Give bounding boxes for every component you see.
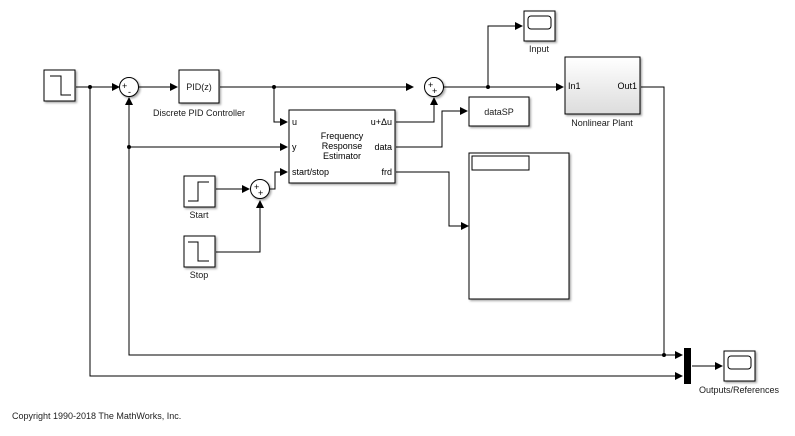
frequency-response-estimator-block[interactable]: Frequency Response Estimator u y start/s… — [288, 109, 396, 184]
copyright-text: Copyright 1990-2018 The MathWorks, Inc. — [12, 411, 182, 421]
step-down-icon — [50, 75, 71, 96]
start-step-label: Start — [189, 210, 209, 220]
plant-out-port: Out1 — [617, 81, 637, 91]
step-down-icon — [188, 241, 209, 262]
reference-step-block[interactable] — [43, 69, 76, 102]
fre-out-port-udu: u+Δu — [371, 117, 392, 127]
plant-label: Nonlinear Plant — [571, 118, 633, 128]
datasp-text: dataSP — [484, 107, 514, 117]
pid-block-label: Discrete PID Controller — [153, 108, 245, 118]
wire-reference-to-mux[interactable] — [89, 87, 683, 380]
scope-icon — [527, 15, 552, 30]
start-step-block[interactable] — [183, 175, 216, 208]
branch-point — [88, 85, 92, 89]
fre-in-port-u: u — [292, 117, 297, 127]
sum1-block[interactable]: + - — [119, 77, 139, 98]
stop-step-label: Stop — [190, 270, 209, 280]
pid-controller-block[interactable]: PID(z) — [178, 69, 220, 104]
wire-fre-to-display[interactable] — [396, 171, 469, 230]
scope-icon — [727, 355, 752, 370]
sum2-sign-1: + — [428, 80, 433, 90]
pid-block-text: PID(z) — [186, 82, 212, 92]
fre-title-line-3: Estimator — [323, 151, 361, 161]
datasp-block[interactable]: dataSP — [468, 96, 530, 127]
stop-step-block[interactable] — [183, 235, 216, 268]
sum2-block[interactable]: + + — [424, 77, 444, 97]
signal-lines — [76, 22, 723, 380]
fre-title-line-2: Response — [322, 141, 363, 151]
mux-block[interactable] — [684, 348, 691, 384]
input-scope-label: Input — [529, 44, 550, 54]
wire-fre-to-datasp[interactable] — [396, 107, 468, 148]
nonlinear-plant-block[interactable]: In1 Out1 — [564, 56, 641, 115]
wire-fre-to-sum2[interactable] — [396, 97, 438, 123]
plant-in-port: In1 — [568, 81, 581, 91]
wire-feedback-to-sum[interactable] — [125, 97, 664, 356]
sum3-sign-1: + — [254, 182, 259, 192]
fre-in-port-y: y — [292, 142, 297, 152]
fre-out-port-data: data — [374, 142, 392, 152]
sum3-sign-2: + — [258, 188, 263, 198]
display-panel-header — [471, 155, 530, 171]
output-scope-block[interactable] — [723, 350, 756, 382]
output-scope-label: Outputs/References — [699, 385, 780, 395]
wire-plant-to-mux[interactable] — [641, 86, 683, 359]
wire-to-input-scope[interactable] — [487, 22, 523, 87]
fre-out-port-frd: frd — [381, 167, 392, 177]
step-up-icon — [188, 181, 209, 202]
display-panel-block[interactable] — [468, 152, 570, 300]
wire-sum3-to-fre-startstop[interactable] — [270, 168, 288, 190]
wire-pid-to-fre-u[interactable] — [273, 87, 288, 126]
sum1-sign-1: + — [122, 81, 127, 91]
input-scope-block[interactable] — [523, 10, 556, 42]
fre-in-port-startstop: start/stop — [292, 167, 329, 177]
sum3-block[interactable]: + + — [250, 179, 270, 199]
fre-title-line-1: Frequency — [321, 131, 364, 141]
wire-stop-to-sum3[interactable] — [216, 200, 264, 253]
sum1-sign-2: - — [128, 87, 131, 97]
sum2-sign-2: + — [432, 86, 437, 96]
